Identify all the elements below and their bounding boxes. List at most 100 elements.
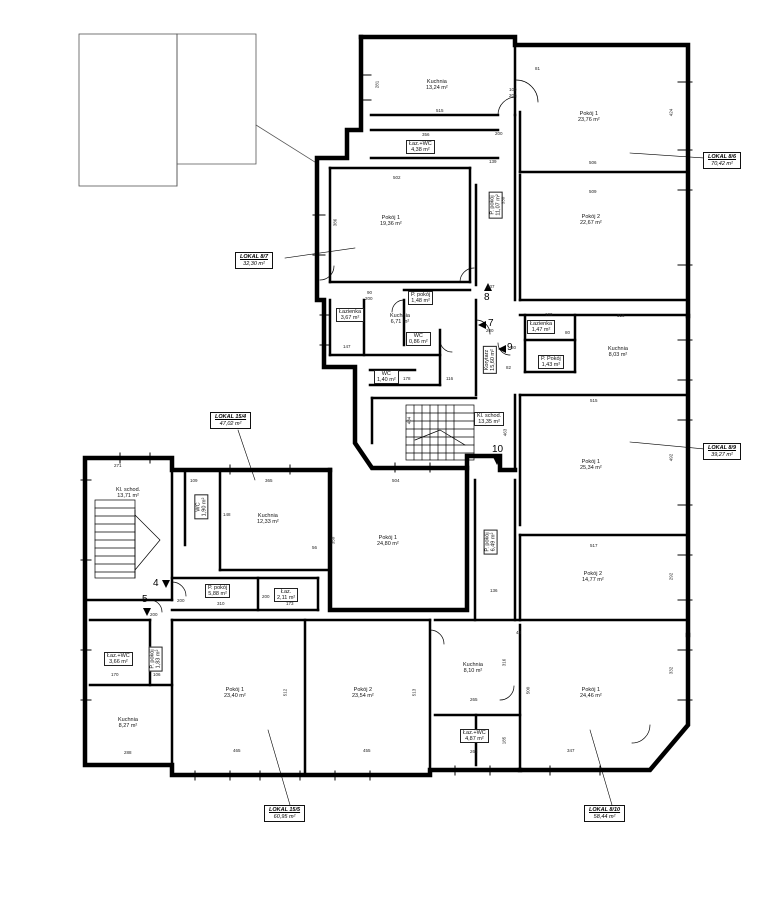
dimension-label: 109 (190, 478, 198, 483)
dimension-label: 200 (150, 612, 158, 617)
entrance-marker: 8 (484, 292, 490, 303)
entrance-arrow-icon (143, 608, 151, 616)
staircase-left (94, 499, 161, 579)
room-label: Łaz.2,11 m² (274, 588, 299, 602)
dimension-label: 350 (330, 536, 336, 545)
leader-lines (237, 152, 706, 806)
entrance-marker: 5 (142, 594, 148, 605)
dimension-label: 504 (392, 478, 400, 483)
dimension-label: 332 (668, 666, 674, 675)
dimension-label: 90 (367, 290, 373, 295)
dimension-label: 316 (501, 658, 507, 667)
entrance-marker: 9 (507, 342, 513, 353)
entrance-marker: 10 (492, 444, 504, 455)
dimension-label: 386 (332, 218, 338, 227)
dimension-label: 200 (177, 598, 185, 603)
dimension-label: 347 (567, 748, 575, 753)
dimension-label: 200 (365, 296, 373, 301)
dimension-label: 513 (411, 688, 417, 697)
dimension-label: 484 (406, 416, 412, 425)
dimension-label: 81 (535, 66, 541, 71)
dimension-label: 185 (501, 736, 507, 745)
room-label: Kl. schod.13,71 m² (116, 487, 141, 499)
dimension-label: 136 (490, 588, 498, 593)
dimension-label: 492 (668, 453, 674, 462)
interior-walls (83, 43, 690, 777)
dimension-label: 512 (282, 688, 288, 697)
entrance-marker: 4 (153, 578, 159, 589)
window-marks (80, 74, 693, 781)
dimension-label: 116 (446, 376, 454, 381)
dimension-label: 200 (262, 594, 270, 599)
dimension-label: 173 (286, 601, 294, 606)
dimension-label: 517 (590, 543, 598, 548)
dimension-label: 139 (489, 159, 497, 164)
dimension-label: 137 (487, 284, 495, 289)
dimension-label: 263 (470, 749, 478, 754)
dimension-label: 80 (511, 345, 517, 350)
dimension-label: 500 (525, 686, 531, 695)
entrance-arrow-icon (162, 580, 170, 588)
dimension-label: 310 (217, 601, 225, 606)
entrance-arrow-icon (493, 457, 501, 465)
dimension-label: 43 (516, 630, 522, 635)
dimension-label: 356 (422, 132, 430, 137)
dimension-label: 56 (312, 545, 318, 550)
dimension-label: 365 (265, 478, 273, 483)
entrance-arrow-icon (478, 321, 486, 329)
dimension-label: 80 (565, 330, 571, 335)
room-label: Kl. schod.13,35 m² (474, 412, 505, 426)
dimension-label: 178 (403, 376, 411, 381)
dimension-label: 106 (153, 672, 161, 677)
dimension-label: 465 (233, 748, 241, 753)
dimension-label: 506 (589, 160, 597, 165)
dimension-label: 200 (495, 131, 503, 136)
dimension-label: 330 (500, 196, 506, 205)
dimension-label: 455 (363, 748, 371, 753)
neighbour-building-outline (78, 33, 319, 187)
entrance-marker: 7 (488, 318, 494, 329)
dimension-label: 170 (111, 672, 119, 677)
dimension-label: 292 (668, 572, 674, 581)
entrance-arrow-icon (484, 283, 492, 291)
dimension-label: 200 (509, 93, 517, 98)
dimension-label: 189 (545, 312, 553, 317)
dimension-label: 502 (393, 175, 401, 180)
dimension-label: 515 (590, 398, 598, 403)
entrance-arrow-icon (498, 345, 506, 353)
dimension-label: 82 (506, 365, 512, 370)
dimension-label: 509 (589, 189, 597, 194)
dimension-label: 200 (486, 328, 494, 333)
outer-walls (82, 34, 691, 778)
